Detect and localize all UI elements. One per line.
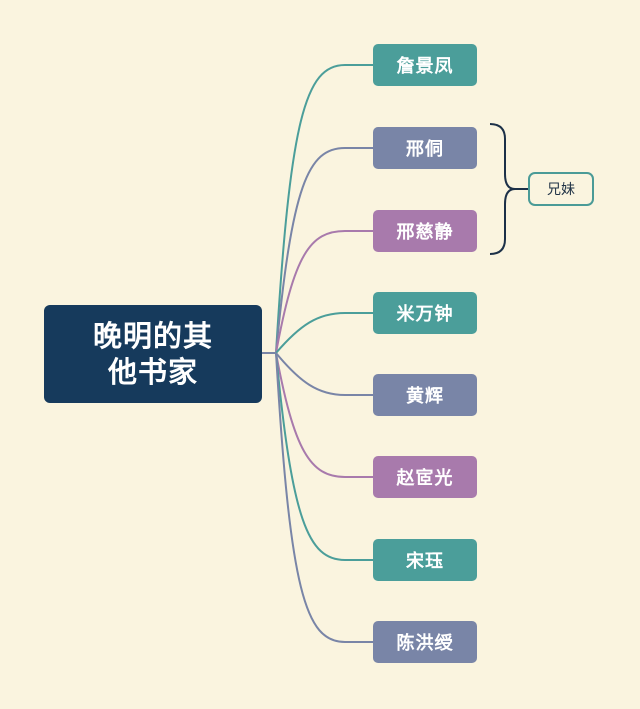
connector-line-7 [275, 352, 373, 561]
root-topic-line-2: 他书家 [107, 355, 198, 389]
connector-line-8 [275, 352, 373, 643]
connector-line-4 [275, 312, 373, 354]
branch-node-6[interactable]: 赵宧光 [373, 456, 477, 498]
connector-line-6 [275, 352, 373, 478]
connector-line-3 [275, 230, 373, 354]
root-topic-line-1: 晚明的其 [92, 319, 213, 353]
branch-node-4[interactable]: 米万钟 [373, 292, 477, 334]
root-topic-label: 晚明的其 他书家 [88, 318, 218, 390]
branch-node-1[interactable]: 詹景凤 [373, 44, 477, 86]
branch-node-5[interactable]: 黄辉 [373, 374, 477, 416]
branch-node-8[interactable]: 陈洪绶 [373, 621, 477, 663]
summary-brace [489, 123, 516, 255]
branch-node-2[interactable]: 邢侗 [373, 127, 477, 169]
summary-node[interactable]: 兄妹 [528, 172, 594, 206]
branch-node-3[interactable]: 邢慈静 [373, 210, 477, 252]
root-topic-node[interactable]: 晚明的其 他书家 [44, 305, 262, 403]
connector-line-2 [275, 147, 373, 354]
branch-node-7[interactable]: 宋珏 [373, 539, 477, 581]
connector-line-5 [275, 352, 373, 396]
connector-line-1 [275, 64, 373, 354]
